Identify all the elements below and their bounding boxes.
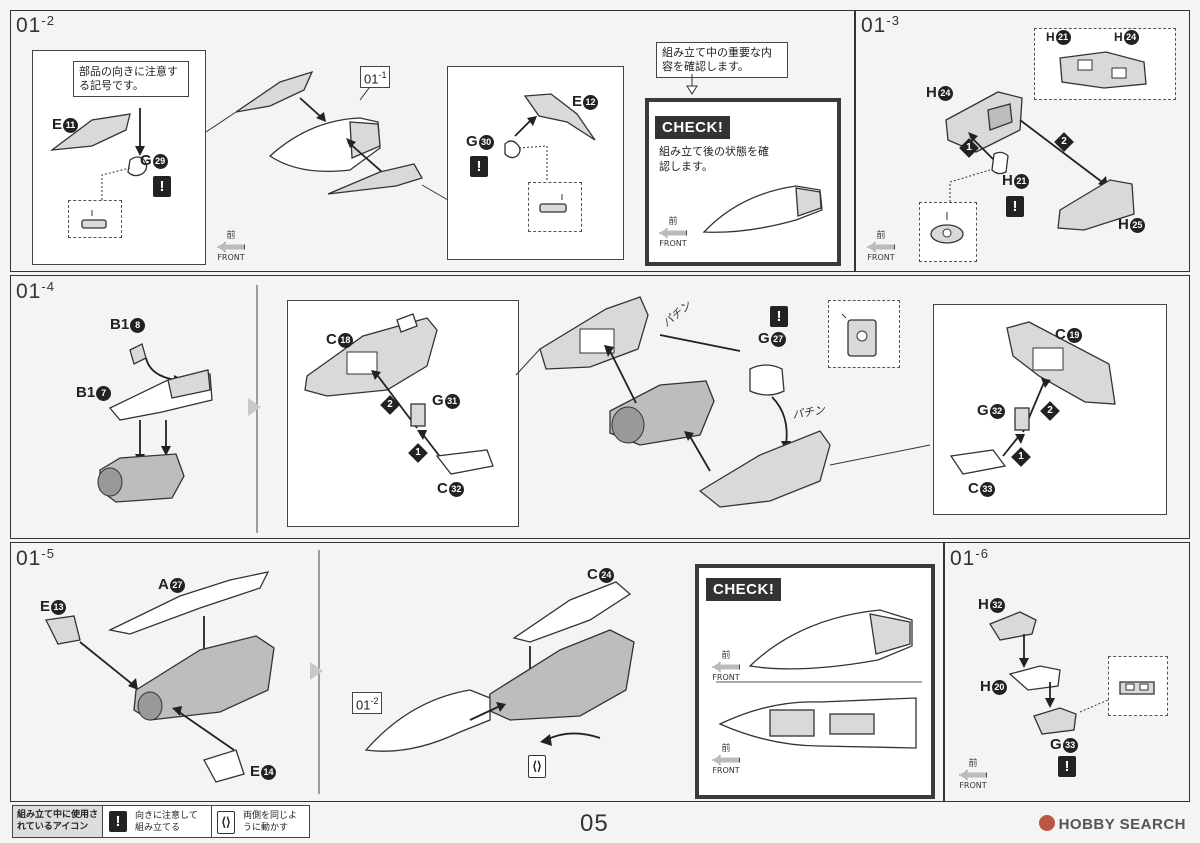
orientation-warning-icon: !: [109, 811, 127, 832]
g27-orientation-art: [841, 313, 877, 357]
orientation-mark-detail: [68, 200, 122, 238]
icon-legend: 組み立て中に使用されているアイコン ! 向きに注意して組み立てる ⟨⟩ 両側を同…: [12, 805, 310, 838]
sequence-marker-2: 2: [1054, 132, 1074, 152]
check-note-callout: 組み立て中の重要な内容を確認します。: [656, 42, 788, 78]
icon-legend-title: 組み立て中に使用されているアイコン: [13, 806, 103, 837]
orientation-warning-icon: !: [770, 306, 788, 327]
step-label-01-4: 01-4: [16, 279, 55, 303]
step-01-6-art: [989, 611, 1109, 735]
nose-cone-assembly-art: [205, 70, 449, 201]
orientation-warning-icon: !: [1058, 756, 1076, 777]
icon-legend-item-orientation: ! 向きに注意して組み立てる: [103, 806, 212, 837]
check-title: CHECK!: [706, 578, 782, 601]
step-01-4-panel: [10, 275, 1190, 539]
step-label-01-2: 01-2: [16, 13, 55, 37]
icon-legend-item-both-sides: ⟨⟩ 両側を同じように動かす: [211, 806, 309, 837]
orientation-mark-art: [81, 210, 107, 229]
step-label-01-3: 01-3: [861, 13, 900, 37]
callout-arrow: [686, 74, 698, 95]
h-parts-detail-art: [1059, 51, 1147, 89]
watermark: HOBBY SEARCH: [1038, 815, 1186, 833]
move-both-sides-icon: ⟨⟩: [528, 755, 546, 778]
h21-orientation-art: [930, 212, 964, 244]
step-01-2-panel: [10, 10, 855, 272]
step-01-2-left-art: [49, 108, 148, 200]
g33-orientation-art: [1119, 681, 1155, 695]
sequence-marker-1: 1: [1011, 447, 1031, 467]
check-text: 組み立て後の状態を確認します。: [659, 145, 769, 173]
orientation-warning-icon: !: [1006, 196, 1024, 217]
step-01-6-panel: [944, 542, 1190, 802]
page-number: 05: [580, 810, 609, 837]
orientation-note-callout: 部品の向きに注意する記号です。: [73, 61, 189, 97]
step-label-01-6: 01-6: [950, 546, 989, 570]
c18-detail-art: [304, 313, 494, 475]
sequence-marker-1: 1: [959, 138, 979, 158]
step-01-5-center-art: [364, 581, 635, 752]
rear-part-detail-art: [504, 93, 596, 204]
check-nose-art: [702, 185, 823, 233]
step-label-01-5: 01-5: [16, 546, 55, 570]
reference-01-2: 01-2: [352, 692, 383, 715]
rear-part-mark-art: [539, 194, 567, 213]
step-01-5-left-art: [45, 571, 275, 783]
step-01-4-left-art: [97, 343, 213, 503]
reference-01-1: 01-1: [360, 66, 391, 89]
step-01-3-art: [945, 91, 1135, 231]
next-step-arrow: [310, 662, 323, 680]
hobby-search-logo-icon: [1038, 815, 1055, 831]
sequence-marker-1: 1: [408, 443, 428, 463]
orientation-warning-icon: !: [470, 156, 488, 177]
sequence-marker-2: 2: [1040, 401, 1060, 421]
step-01-4-main-art: [515, 296, 931, 508]
check-assembled-art: [716, 609, 922, 749]
step-01-3-panel: [855, 10, 1190, 272]
sequence-marker-2: 2: [380, 395, 400, 415]
next-step-arrow: [248, 398, 261, 416]
check-title: CHECK!: [655, 116, 731, 139]
step-01-5-panel: [10, 542, 944, 802]
move-both-sides-icon: ⟨⟩: [217, 811, 235, 834]
c19-detail-art: [949, 321, 1116, 475]
orientation-warning-icon: !: [153, 176, 171, 197]
